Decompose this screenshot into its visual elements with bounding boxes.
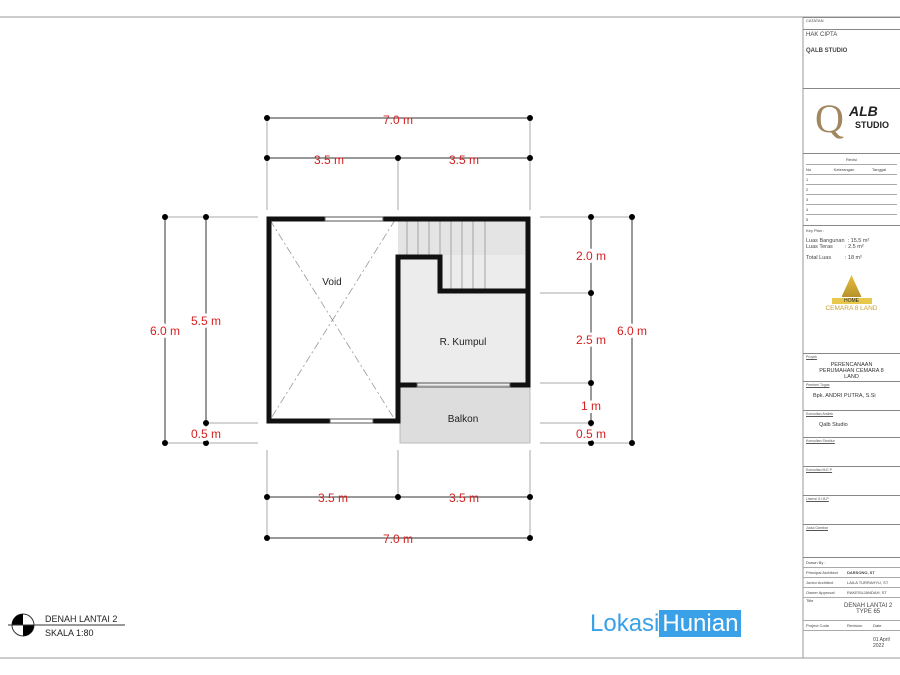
dim-top-left: 3.5 m: [314, 153, 344, 167]
note-title: HAK CIPTA: [806, 32, 838, 38]
room-balkon: Balkon: [448, 414, 479, 425]
dim-right-c: 1 m: [581, 399, 601, 413]
dim-right-b: 2.5 m: [576, 333, 606, 347]
walls: [266, 216, 531, 424]
tb-lisensi: Lisensi S.I.B.P: [803, 495, 900, 524]
tb-keyplan: Key Plan : Luas Bangunan : 15.5 m² Luas …: [803, 225, 900, 350]
dim-top-total: 7.0 m: [383, 113, 413, 127]
room-void: Void: [322, 277, 341, 288]
dim-left-small: 0.5 m: [191, 427, 221, 441]
dim-right-d: 0.5 m: [576, 427, 606, 441]
tb-logo: Q ALB STUDIO: [803, 88, 900, 151]
legend-scale: SKALA 1:80: [45, 628, 94, 638]
balcony-area: [399, 384, 531, 444]
qalb-label: QALB STUDIO: [806, 48, 848, 54]
north-symbol-icon: [8, 613, 125, 637]
dim-right-a: 2.0 m: [576, 249, 606, 263]
dim-bottom-total: 7.0 m: [383, 532, 413, 546]
cemara-tree-icon: [841, 275, 862, 297]
room-kumpul: R. Kumpul: [440, 337, 487, 348]
tb-catatan: CATATAN: [803, 17, 900, 30]
tb-struktur: Konsultan Struktur: [803, 437, 900, 466]
dimension-lines: [164, 117, 633, 539]
tb-judul: Judul Gambar: [803, 524, 900, 557]
tb-notes: HAK CIPTA QALB STUDIO: [803, 29, 900, 87]
kumpul-area: [400, 255, 528, 385]
dim-left-inner: 5.5 m: [191, 314, 221, 328]
dim-left-total: 6.0 m: [150, 324, 180, 338]
dim-top-right: 3.5 m: [449, 153, 479, 167]
dim-bottom-right: 3.5 m: [449, 491, 479, 505]
dim-right-total: 6.0 m: [617, 324, 647, 338]
tb-mep: Konsultan M.E.P: [803, 466, 900, 495]
dim-bottom-left: 3.5 m: [318, 491, 348, 505]
legend-title: DENAH LANTAI 2: [45, 614, 118, 624]
